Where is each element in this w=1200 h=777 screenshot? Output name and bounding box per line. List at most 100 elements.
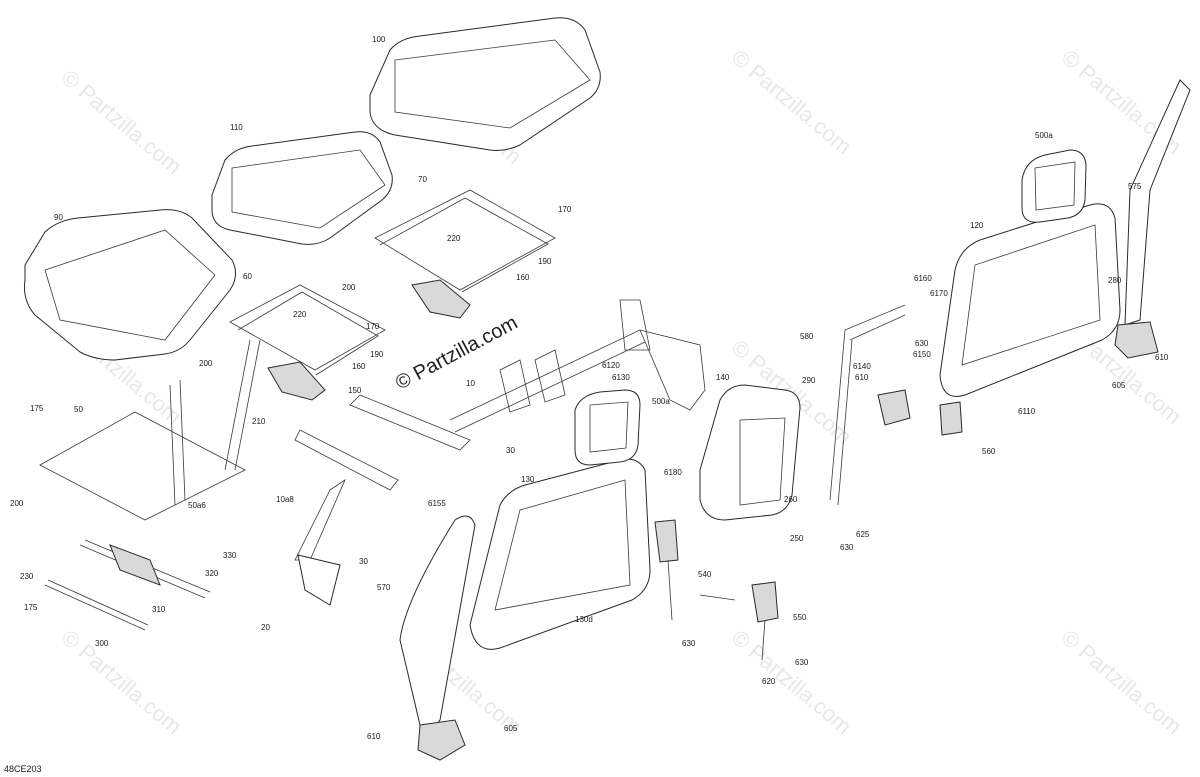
callout-630[interactable]: 630 — [795, 658, 809, 667]
callout-100[interactable]: 100 — [372, 35, 386, 44]
callout-500a[interactable]: 500a — [1035, 131, 1053, 140]
console-140[interactable] — [699, 384, 801, 521]
callout-6160[interactable]: 6160 — [914, 274, 932, 283]
callout-540[interactable]: 540 — [698, 570, 712, 579]
callout-6120[interactable]: 6120 — [602, 361, 620, 370]
callout-175[interactable]: 175 — [30, 404, 44, 413]
callout-320[interactable]: 320 — [205, 569, 219, 578]
seat-frame-70[interactable] — [374, 189, 556, 293]
callout-50[interactable]: 50 — [74, 405, 83, 414]
callout-6130[interactable]: 6130 — [612, 373, 630, 382]
callout-70[interactable]: 70 — [418, 175, 427, 184]
callout-610[interactable]: 610 — [367, 732, 381, 741]
watermark: © Partzilla.com — [57, 625, 187, 739]
callout-570[interactable]: 570 — [377, 583, 391, 592]
callout-200[interactable]: 200 — [10, 499, 24, 508]
callout-220[interactable]: 220 — [447, 234, 461, 243]
callout-170[interactable]: 170 — [558, 205, 572, 214]
buckle-550[interactable] — [751, 581, 779, 623]
callout-610[interactable]: 610 — [1155, 353, 1169, 362]
callout-605[interactable]: 605 — [1112, 381, 1126, 390]
callout-10[interactable]: 10 — [466, 379, 475, 388]
callout-630[interactable]: 630 — [915, 339, 929, 348]
callout-190[interactable]: 190 — [538, 257, 552, 266]
callout-6110[interactable]: 6110 — [1018, 407, 1036, 416]
callout-310[interactable]: 310 — [152, 605, 166, 614]
callout-190[interactable]: 190 — [370, 350, 384, 359]
seat-frame-50[interactable] — [39, 339, 261, 521]
watermark: © Partzilla.com — [727, 625, 857, 739]
callout-170[interactable]: 170 — [366, 322, 380, 331]
buckle-cable — [667, 559, 736, 621]
backrest-130[interactable] — [469, 458, 651, 650]
callout-560[interactable]: 560 — [982, 447, 996, 456]
buckle-560[interactable] — [939, 401, 963, 436]
callout-630[interactable]: 630 — [840, 543, 854, 552]
callout-230[interactable]: 230 — [20, 572, 34, 581]
headrest-500a[interactable] — [574, 389, 641, 466]
callout-175[interactable]: 175 — [24, 603, 38, 612]
callout-30[interactable]: 30 — [359, 557, 368, 566]
seat-cushion-100[interactable] — [369, 17, 601, 151]
callout-50a6[interactable]: 50a6 — [188, 501, 206, 510]
callout-140[interactable]: 140 — [716, 373, 730, 382]
seat-base-frame-10[interactable] — [294, 299, 706, 491]
seat-frame-60[interactable] — [229, 284, 386, 376]
callout-6170[interactable]: 6170 — [930, 289, 948, 298]
latch-bracket[interactable] — [411, 279, 471, 319]
callout-500a[interactable]: 500a — [652, 397, 670, 406]
callout-575[interactable]: 575 — [1128, 182, 1142, 191]
rail-mechanism-320[interactable] — [109, 544, 161, 586]
buckle-540[interactable] — [654, 519, 679, 563]
callout-6140[interactable]: 6140 — [853, 362, 871, 371]
callout-6150[interactable]: 6150 — [913, 350, 931, 359]
backrest-120[interactable] — [939, 203, 1121, 397]
diagram-code: 48CE203 — [4, 764, 42, 774]
watermark-center: © Partzilla.com — [392, 312, 521, 395]
seat-cushion-90[interactable] — [24, 209, 236, 361]
callout-200[interactable]: 200 — [199, 359, 213, 368]
callout-260[interactable]: 260 — [784, 495, 798, 504]
callout-160[interactable]: 160 — [516, 273, 530, 282]
headrest-500a[interactable] — [1021, 149, 1087, 223]
seat-belt-580[interactable] — [829, 304, 911, 506]
slide-rail-300[interactable] — [44, 579, 149, 631]
callout-20[interactable]: 20 — [261, 623, 270, 632]
callout-250[interactable]: 250 — [790, 534, 804, 543]
callout-90[interactable]: 90 — [54, 213, 63, 222]
seat-belt-570[interactable] — [399, 515, 476, 761]
callout-200[interactable]: 200 — [342, 283, 356, 292]
callout-610[interactable]: 610 — [855, 373, 869, 382]
callout-150[interactable]: 150 — [348, 386, 362, 395]
buckle-stem — [761, 619, 766, 661]
callout-280[interactable]: 280 — [1108, 276, 1122, 285]
callout-630[interactable]: 630 — [682, 639, 696, 648]
callout-6180[interactable]: 6180 — [664, 468, 682, 477]
callout-130d[interactable]: 130d — [575, 615, 593, 624]
callout-110[interactable]: 110 — [230, 123, 243, 132]
callout-220[interactable]: 220 — [293, 310, 307, 319]
seat-cushion-110[interactable] — [211, 131, 393, 245]
callout-160[interactable]: 160 — [352, 362, 366, 371]
callout-130[interactable]: 130 — [521, 475, 535, 484]
callout-620[interactable]: 620 — [762, 677, 776, 686]
latch-bracket[interactable] — [267, 361, 326, 401]
callout-550[interactable]: 550 — [793, 613, 807, 622]
watermark: © Partzilla.com — [57, 65, 187, 179]
seat-belt-575[interactable] — [1114, 79, 1191, 359]
callout-330[interactable]: 330 — [223, 551, 237, 560]
callout-60[interactable]: 60 — [243, 272, 252, 281]
callout-290[interactable]: 290 — [802, 376, 816, 385]
bracket-10a8[interactable] — [294, 478, 346, 606]
callout-605[interactable]: 605 — [504, 724, 518, 733]
callout-300[interactable]: 300 — [95, 639, 109, 648]
callout-580[interactable]: 580 — [800, 332, 814, 341]
callout-6155[interactable]: 6155 — [428, 499, 446, 508]
watermark: © Partzilla.com — [727, 45, 857, 159]
callout-30[interactable]: 30 — [506, 446, 515, 455]
callout-625[interactable]: 625 — [856, 530, 870, 539]
callout-10a8[interactable]: 10a8 — [276, 495, 294, 504]
callout-210[interactable]: 210 — [252, 417, 266, 426]
callout-120[interactable]: 120 — [970, 221, 984, 230]
